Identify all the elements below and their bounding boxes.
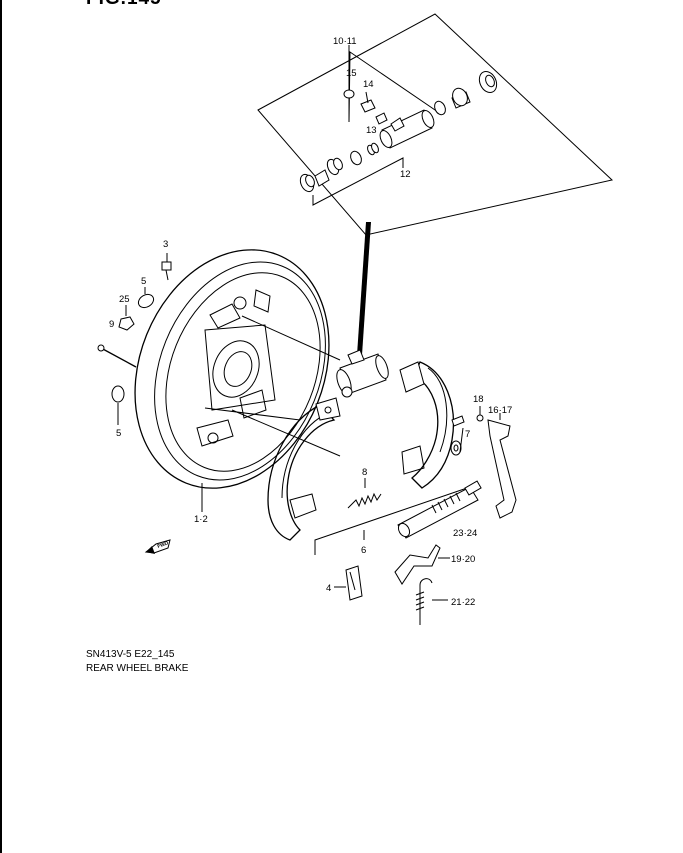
callout-13: 13 <box>366 125 377 136</box>
brake-shoe-rear <box>399 361 455 489</box>
callout-19-20: 19·20 <box>451 554 475 565</box>
cylinder-right-parts <box>434 70 498 116</box>
detail-pointer <box>357 222 371 355</box>
bolt-9 <box>97 344 137 368</box>
callout-15: 15 <box>346 68 357 79</box>
callout-1-2: 1·2 <box>194 514 208 525</box>
callout-16-17: 16·17 <box>488 405 512 416</box>
callout-6: 6 <box>361 545 366 556</box>
callout-5-upper: 5 <box>141 276 146 287</box>
bleeder-screw-and-cap <box>343 89 376 113</box>
bolt-3 <box>161 253 172 281</box>
washer-7 <box>450 427 464 456</box>
wheel-cylinder-assembled <box>336 349 389 398</box>
figure-title: FIG.145 <box>86 0 162 8</box>
spring-8 <box>347 478 382 509</box>
callout-3: 3 <box>163 239 168 250</box>
bracket-10-11 <box>348 45 439 123</box>
callout-5-lower: 5 <box>116 428 121 439</box>
callout-10-11: 10·11 <box>333 36 357 47</box>
hold-down-clip-4 <box>334 565 363 601</box>
page-border <box>0 0 2 853</box>
front-arrow-icon: FWD <box>144 539 171 554</box>
backing-plate <box>134 249 330 489</box>
plug-5-upper <box>137 287 155 309</box>
parking-brake-lever <box>476 406 517 519</box>
callout-7: 7 <box>465 429 470 440</box>
callout-25: 25 <box>119 294 130 305</box>
figure-name: REAR WHEEL BRAKE <box>86 663 189 674</box>
clip-near-7 <box>451 415 465 427</box>
nut-25 <box>118 305 135 331</box>
callout-14: 14 <box>363 79 374 90</box>
wheel-cylinder-body <box>375 109 435 149</box>
wheel-cylinder-detail-panel <box>257 13 614 355</box>
callout-4: 4 <box>326 583 331 594</box>
shoe-adjuster <box>397 480 482 539</box>
callout-12: 12 <box>400 169 411 180</box>
callout-8: 8 <box>362 467 367 478</box>
callout-21-22: 21·22 <box>451 597 475 608</box>
callout-labels: 10·11 15 14 13 12 3 5 25 9 5 1·2 8 6 4 7… <box>109 36 512 608</box>
assembly-leader-lines <box>201 315 471 555</box>
return-spring-21-22 <box>415 578 448 625</box>
plug-5-lower <box>111 385 125 425</box>
shoe-strut-19-20 <box>394 544 450 585</box>
figure-code: SN413V-5 E22_145 <box>86 649 175 660</box>
cylinder-left-parts <box>299 142 379 193</box>
svg-text:FWD: FWD <box>157 540 170 550</box>
callout-23-24: 23·24 <box>453 528 477 539</box>
callout-18: 18 <box>473 394 484 405</box>
detail-panel-outline <box>257 13 614 236</box>
callout-9: 9 <box>109 319 114 330</box>
brake-shoe-front <box>267 397 341 541</box>
